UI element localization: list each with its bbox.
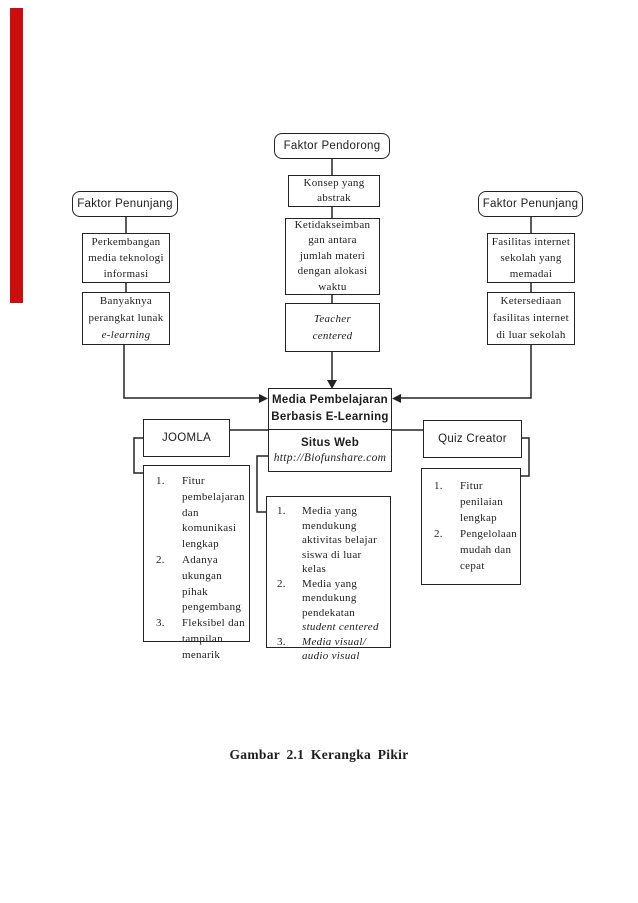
node-teacher-centered: Teacher centered xyxy=(285,303,380,352)
node-faktor-pendorong: Faktor Pendorong xyxy=(274,133,390,159)
list-item: 1. Fitur penilaian lengkap xyxy=(434,478,516,526)
node-joomla: JOOMLA xyxy=(143,419,230,457)
list-item: 2. Pengelolaan mudah dan cepat xyxy=(434,526,518,574)
situs-web-url: http://Biofunshare.com xyxy=(273,452,387,464)
node-line: informasi xyxy=(103,268,149,280)
node-line: waktu xyxy=(318,280,347,293)
list-number: 1. xyxy=(277,505,286,517)
list-item: 2. Adanya ukungan pihak pengembang xyxy=(156,553,245,616)
node-line: memadai xyxy=(509,268,553,280)
node-line: abstrak xyxy=(317,192,351,204)
situs-web-label: Situs Web xyxy=(300,437,360,449)
node-line: Konsep yang xyxy=(303,176,365,189)
list-text: Media visual/ audio visual xyxy=(302,635,386,664)
list-text-part: Media yang mendukung pendekatan xyxy=(302,577,358,619)
list-text-italic: student centered xyxy=(302,621,379,633)
list-item: 3. Media visual/ audio visual xyxy=(277,635,386,664)
node-line: Media Pembelajaran xyxy=(272,394,388,406)
node-label: Quiz Creator xyxy=(438,433,507,445)
list-text: Fleksibel dan tampilan menarik xyxy=(182,617,245,661)
node-line: Ketersediaan xyxy=(500,295,562,307)
node-media-pembelajaran: Media Pembelajaran Berbasis E-Learning S… xyxy=(268,388,392,472)
node-label: JOOMLA xyxy=(161,432,212,444)
node-ketidakseimbangan: Ketidakseimban gan antara jumlah materi … xyxy=(285,218,380,295)
list-number: 1. xyxy=(156,475,165,487)
list-text-part: Media yang mendukung aktivitas belajar s… xyxy=(302,505,378,575)
list-text: Pengelolaan mudah dan cepat xyxy=(460,528,518,572)
node-line: Perkembangan xyxy=(91,236,161,248)
node-line: Berbasis E-Learning xyxy=(271,411,389,423)
media-title: Media Pembelajaran Berbasis E-Learning xyxy=(269,389,391,430)
list-text-italic: Media visual/ audio visual xyxy=(302,635,367,663)
node-banyaknya-perangkat: Banyaknya perangkat lunak e-learning xyxy=(82,292,170,345)
node-line: Banyaknya xyxy=(99,295,153,307)
node-line: Teacher xyxy=(313,312,352,325)
list-number: 2. xyxy=(434,528,443,540)
list-text: Media yang mendukung pendekatan student … xyxy=(302,577,386,635)
node-konsep-abstrak: Konsep yang abstrak xyxy=(288,175,380,207)
list-item: 2. Media yang mendukung pendekatan stude… xyxy=(277,577,386,635)
node-line: perangkat lunak xyxy=(88,312,164,324)
node-line: centered xyxy=(312,329,353,342)
node-fasilitas-internet: Fasilitas internet sekolah yang memadai xyxy=(487,233,575,283)
node-line: dengan alokasi xyxy=(297,265,368,278)
list-text: Fitur penilaian lengkap xyxy=(460,480,504,524)
node-label: Faktor Penunjang xyxy=(77,198,173,210)
list-item: 3. Fleksibel dan tampilan menarik xyxy=(156,616,245,663)
quiz-feature-list: 1. Fitur penilaian lengkap 2. Pengelolaa… xyxy=(421,468,521,585)
list-number: 2. xyxy=(156,553,165,566)
node-line: gan antara xyxy=(308,234,357,247)
node-line: e-learning xyxy=(101,329,151,341)
list-text: Adanya ukungan pihak pengembang xyxy=(182,553,242,614)
node-line: fasilitas internet xyxy=(493,312,569,324)
node-faktor-penunjang-right: Faktor Penunjang xyxy=(478,191,583,217)
media-situs-web: Situs Web http://Biofunshare.com xyxy=(269,430,391,471)
node-faktor-penunjang-left: Faktor Penunjang xyxy=(72,191,178,217)
list-item: 1. Fitur pembelajaran dan komunikasi len… xyxy=(156,474,245,553)
list-item: 1. Media yang mendukung aktivitas belaja… xyxy=(277,504,386,577)
list-text: Media yang mendukung aktivitas belajar s… xyxy=(302,504,386,577)
list-text: Fitur pembelajaran dan komunikasi lengka… xyxy=(182,475,245,551)
figure-caption: Gambar 2.1 Kerangka Pikir xyxy=(229,747,409,762)
node-line: jumlah materi xyxy=(299,249,366,262)
node-perkembangan-media: Perkembangan media teknologi informasi xyxy=(82,233,170,283)
node-line: media teknologi xyxy=(88,252,164,264)
node-ketersediaan-fasilitas: Ketersediaan fasilitas internet di luar … xyxy=(487,292,575,345)
list-number: 2. xyxy=(277,577,286,590)
node-line: di luar sekolah xyxy=(496,329,566,341)
node-label: Faktor Pendorong xyxy=(283,140,381,152)
list-number: 3. xyxy=(277,635,286,648)
node-line: Ketidakseimban xyxy=(294,218,371,231)
node-line: Fasilitas internet xyxy=(491,236,571,248)
node-quiz-creator: Quiz Creator xyxy=(423,420,522,458)
joomla-feature-list: 1. Fitur pembelajaran dan komunikasi len… xyxy=(143,465,250,661)
node-line: sekolah yang xyxy=(500,252,562,264)
media-characteristics-list: 1. Media yang mendukung aktivitas belaja… xyxy=(266,496,391,662)
node-label: Faktor Penunjang xyxy=(482,198,579,210)
list-number: 3. xyxy=(156,617,165,630)
red-margin-bar xyxy=(10,8,23,303)
list-number: 1. xyxy=(434,480,443,492)
